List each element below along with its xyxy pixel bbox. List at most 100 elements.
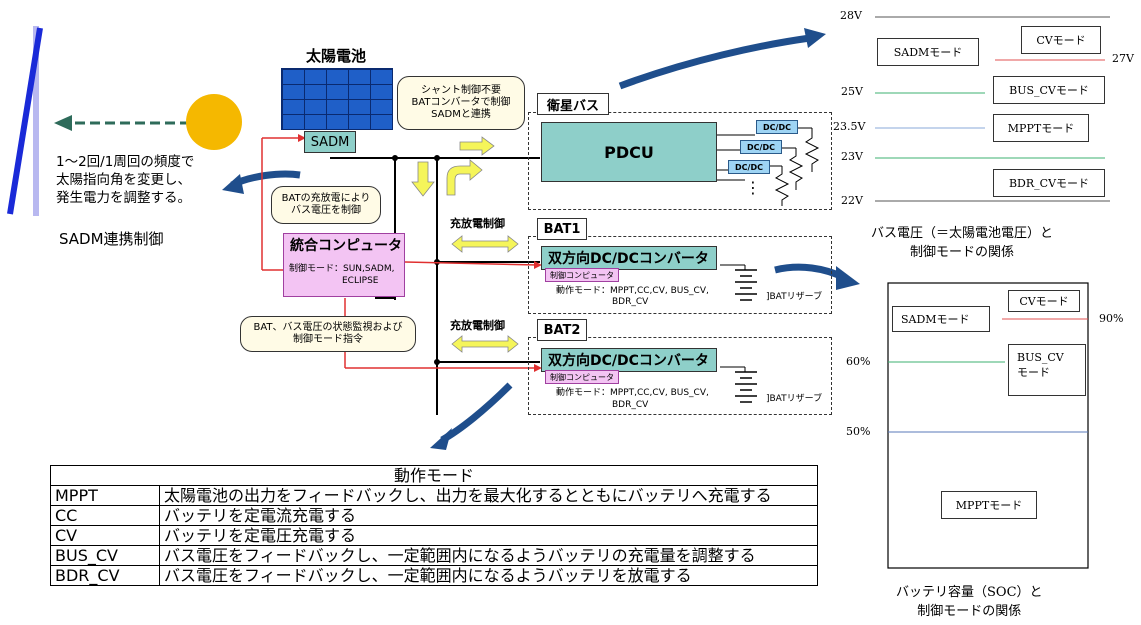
voltage-level-label: 22V [841,194,863,207]
voltage-level-label: 28V [840,9,862,22]
callout-line: シャント制御不要 [420,85,501,96]
bat1-reserve-label: ]BATリザーブ [766,292,823,302]
table-title: 動作モード [50,465,818,486]
mode-cell: MPPT [50,485,160,506]
callout-line: BATコンバータで制御 [411,97,511,108]
soc-mode-box: MPPTモード [941,491,1037,519]
sadm-desc-line: 発生電力を調整する。 [56,190,191,206]
bat2-reserve-label: ]BATリザーブ [766,394,823,404]
bat1-charge-label: 充放電制御 [450,217,505,230]
solar-panel-icon [281,68,393,130]
callout-bat: BATの充放電により バス電圧を制御 [271,186,381,224]
callout-status: BAT、バス電圧の状態監視および 制御モード指令 [240,316,416,352]
bat2-charge-arrow [451,335,519,353]
desc-cell: バッテリを定電圧充電する [159,525,818,546]
soc-level-label: 90% [1099,312,1124,325]
voltage-level-label: 25V [841,85,863,98]
pdcu-box: PDCU [541,122,717,182]
soc-mode-box: CVモード [1008,290,1080,312]
integrated-computer-box: 統合コンピュータ 制御モード：SUN,SADM, ECLIPSE [283,233,405,297]
yellow-arrow-right [459,136,495,156]
yellow-arrow-down [411,161,435,197]
bat1-title: BAT1 [537,218,587,240]
sadm-desc-line: 1〜2回/1周回の頻度で [56,154,195,170]
bat1-box [528,236,832,314]
callout-line: 制御モード指令 [292,334,363,345]
voltage-mode-box: CVモード [1021,26,1101,54]
computer-mode-line: 制御モード：SUN,SADM, [289,264,395,274]
bat1-control-tag: 制御コンピュータ [545,268,619,282]
desc-cell: バッテリを定電流充電する [159,505,818,526]
computer-mode-line: ECLIPSE [342,276,379,286]
bat2-control-tag: 制御コンピュータ [545,370,619,384]
bat1-converter: 双方向DC/DCコンバータ [541,246,717,270]
bat2-converter: 双方向DC/DCコンバータ [541,348,717,372]
bat2-title: BAT2 [537,319,587,341]
yellow-arrow-curve [446,159,483,196]
caption-line: バッテリ容量（SOC）と [896,585,1043,600]
soc-mode-line: モード [1017,366,1050,379]
desc-cell: 太陽電池の出力をフィードバックし、出力を最大化するとともにバッテリへ充電する [159,485,818,506]
bat2-op-line: 動作モード：MPPT,CC,CV, BUS_CV, [556,388,709,398]
voltage-level-label: 23.5V [833,120,866,133]
voltage-chart-caption: バス電圧（＝太陽電池電圧）と 制御モードの関係 [871,224,1053,262]
dcdc-block: DC/DC [756,120,798,134]
more-outputs-dots: ⋮ [745,178,761,197]
bat1-charge-arrow [451,235,519,253]
voltage-level-label: 23V [841,150,863,163]
table-row: BDR_CV バス電圧をフィードバックし、一定範囲内になるようバッテリを放電する [50,565,818,586]
sadm-box-label: SADM [310,134,350,150]
voltage-level-label: 27V [1112,52,1134,65]
satellite-bus-box [528,112,832,210]
mode-cell: CC [50,505,160,526]
pdcu-label: PDCU [604,142,654,162]
mode-table: 動作モード MPPT 太陽電池の出力をフィードバックし、出力を最大化するとともに… [50,465,818,586]
sadm-desc-line: 太陽指向角を変更し、 [56,172,191,188]
soc-level-label: 60% [846,355,871,368]
caption-line: 制御モードの関係 [910,245,1015,260]
solar-pointing-line [7,27,43,215]
mode-cell: CV [50,525,160,546]
table-row: MPPT 太陽電池の出力をフィードバックし、出力を最大化するとともにバッテリへ充… [50,485,818,506]
bus-to-chart-arrowhead [804,28,826,48]
voltage-mode-box: BDR_CVモード [993,169,1105,197]
bat1-converter-label: 双方向DC/DCコンバータ [548,251,709,267]
soc-mode-line: BUS_CV [1017,351,1064,364]
callout-top: シャント制御不要 BATコンバータで制御 SADMと連携 [397,76,525,130]
bat2-converter-label: 双方向DC/DCコンバータ [548,353,709,369]
callout-line: バス電圧を制御 [291,205,361,216]
sadm-description: 1〜2回/1周回の頻度で 太陽指向角を変更し、 発生電力を調整する。 [56,153,194,207]
bat2-charge-label: 充放電制御 [450,319,505,332]
desc-cell: バス電圧をフィードバックし、一定範囲内になるようバッテリを放電する [159,565,818,586]
computer-title: 統合コンピュータ [290,238,402,254]
desc-cell: バス電圧をフィードバックし、一定範囲内になるようバッテリの充電量を調整する [159,545,818,566]
dcdc-block: DC/DC [740,140,782,154]
caption-line: バス電圧（＝太陽電池電圧）と [871,226,1054,241]
mode-cell: BDR_CV [50,565,160,586]
soc-frame [887,282,1089,569]
table-row: CV バッテリを定電圧充電する [50,525,818,546]
table-row: CC バッテリを定電流充電する [50,505,818,526]
sadm-arrowhead [222,174,244,194]
sadm-arrow [230,170,301,189]
voltage-mode-box: SADMモード [877,38,979,66]
soc-mode-box: BUS_CV モード [1008,344,1086,396]
bat2-op-line: BDR_CV [612,400,649,410]
bat-to-table-arrow [440,382,513,444]
bus-to-chart-arrow [618,34,811,90]
voltage-mode-box: MPPTモード [993,114,1089,142]
sadm-box: SADM [304,131,356,153]
bat2-box [528,337,832,415]
bat-to-table-arrowhead [430,428,452,450]
sun-icon [186,94,242,150]
soc-mode-box: SADMモード [892,306,990,332]
satellite-bus-title: 衛星バス [537,93,609,115]
table-row: BUS_CV バス電圧をフィードバックし、一定範囲内になるようバッテリの充電量を… [50,545,818,566]
solar-panel-label: 太陽電池 [306,47,367,65]
soc-chart-caption: バッテリ容量（SOC）と 制御モードの関係 [896,583,1043,621]
callout-line: SADMと連携 [431,109,491,120]
callout-line: BAT、バス電圧の状態監視および [253,322,403,333]
mode-cell: BUS_CV [50,545,160,566]
dcdc-block: DC/DC [728,160,770,174]
